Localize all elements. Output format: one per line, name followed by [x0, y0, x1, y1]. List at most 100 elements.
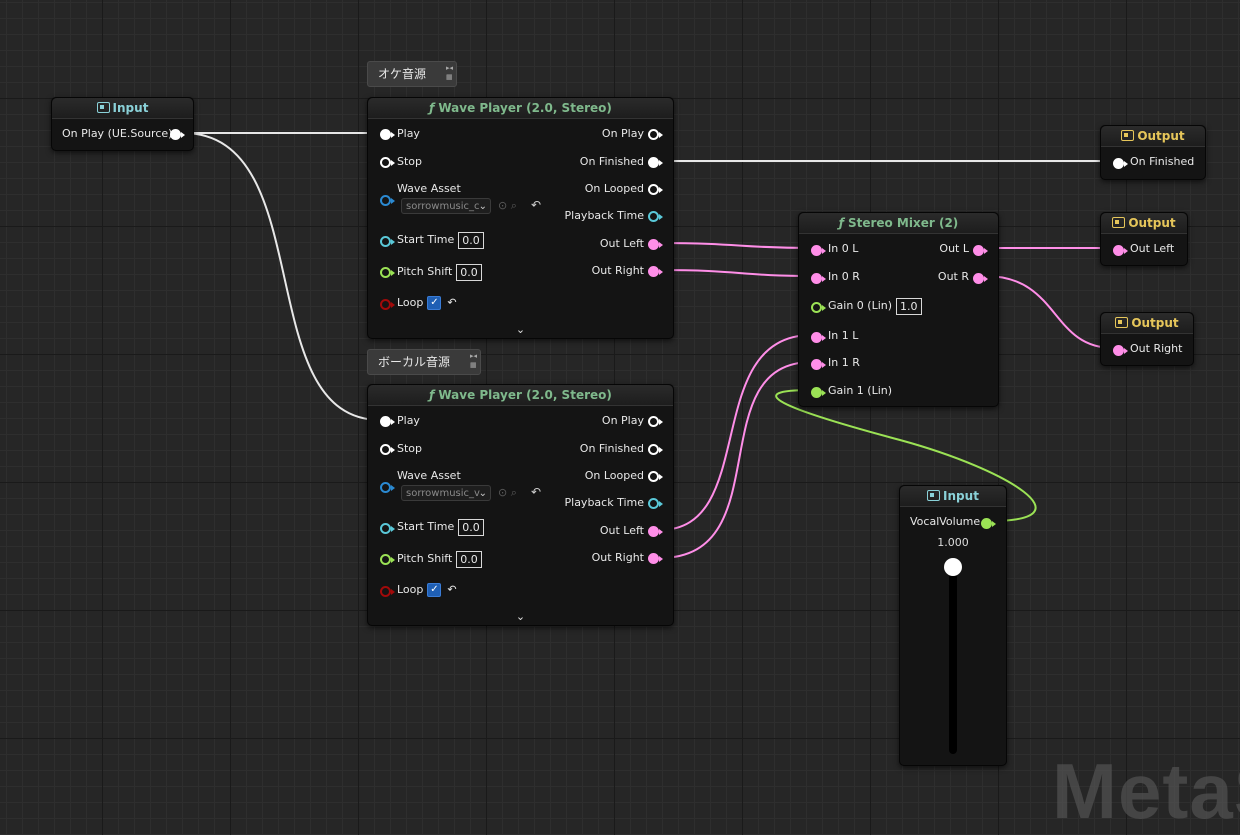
comment-text: オケ音源 — [378, 67, 427, 81]
playback-time-pin[interactable] — [648, 498, 663, 509]
comment-toggle-icon[interactable]: ▸◂▦ — [446, 64, 454, 81]
vocal-volume-slider-knob[interactable] — [944, 558, 962, 576]
pin-row-out-right: Out Right — [592, 549, 644, 567]
pin-label-on-play-source: On Play (UE.Source) — [62, 127, 173, 140]
in0l-pin[interactable] — [811, 245, 826, 256]
pin-label-on-finished: On Finished — [579, 155, 644, 168]
wave-asset-selector[interactable]: sorrowmusic_c⌄ — [401, 198, 491, 214]
pitch-shift-pin[interactable] — [380, 554, 395, 565]
on-play-pin[interactable] — [648, 129, 663, 140]
on-play-source-pin[interactable] — [170, 129, 185, 140]
pin-row-out-right-output: Out Right — [1130, 340, 1182, 358]
pin-label-gain0: Gain 0 (Lin) — [828, 299, 893, 312]
pin-row-in0l: In 0 L — [828, 240, 858, 258]
pin-label-on-looped: On Looped — [584, 182, 644, 195]
out-right-pin[interactable] — [648, 266, 663, 277]
wave-asset-selector[interactable]: sorrowmusic_v⌄ — [401, 485, 491, 501]
function-icon: ƒ — [838, 216, 844, 230]
comment-tag-backing-track[interactable]: オケ音源 ▸◂▦ — [367, 61, 458, 87]
vocal-volume-pin[interactable] — [981, 518, 996, 529]
out-right-pin[interactable] — [648, 553, 663, 564]
start-time-pin[interactable] — [380, 523, 395, 534]
start-time-field[interactable]: 0.0 — [458, 231, 484, 249]
output-icon — [1112, 217, 1126, 228]
expand-chevron-icon[interactable]: ⌄ — [515, 323, 526, 336]
loop-checkbox[interactable]: ✓ — [427, 296, 442, 310]
start-time-field[interactable]: 0.0 — [458, 518, 484, 536]
wire-wp2-left — [659, 334, 813, 531]
pin-label-wave-asset: Wave Asset — [397, 469, 461, 482]
stop-pin[interactable] — [380, 444, 395, 455]
reset-icon[interactable]: ↶ — [447, 296, 457, 309]
in1r-pin[interactable] — [811, 359, 826, 370]
output-node-out-left[interactable]: Output Out Left — [1100, 212, 1188, 266]
pin-label-playback-time: Playback Time — [564, 209, 645, 222]
output-icon — [1121, 130, 1135, 141]
expand-chevron-icon[interactable]: ⌄ — [515, 610, 526, 623]
pitch-shift-pin[interactable] — [380, 267, 395, 278]
input-node-on-play[interactable]: Input On Play (UE.Source) — [51, 97, 194, 151]
out-right-output-pin[interactable] — [1113, 345, 1128, 356]
pin-label-out-right-output: Out Right — [1130, 342, 1183, 355]
loop-checkbox[interactable]: ✓ — [427, 583, 442, 597]
on-finished-pin[interactable] — [648, 444, 663, 455]
on-looped-pin[interactable] — [648, 184, 663, 195]
pin-label-start-time: Start Time — [397, 520, 455, 533]
asset-browse-icons[interactable]: ⊙ ⌕ — [498, 199, 517, 212]
playback-time-pin[interactable] — [648, 211, 663, 222]
out-left-output-pin[interactable] — [1113, 245, 1128, 256]
wave-player-title: Wave Player (2.0, Stereo) — [438, 101, 612, 115]
comment-toggle-icon[interactable]: ▸◂▦ — [470, 352, 478, 369]
vocal-volume-slider-track[interactable] — [949, 566, 957, 754]
function-icon: ƒ — [429, 388, 435, 402]
pin-label-out-left-output: Out Left — [1130, 242, 1175, 255]
asset-browse-icons[interactable]: ⊙ ⌕ — [498, 486, 517, 499]
pin-row-wave-asset: Wave Asset — [397, 467, 461, 485]
wave-asset-pin[interactable] — [380, 195, 395, 206]
gain1-pin[interactable] — [811, 387, 826, 398]
outl-pin[interactable] — [973, 245, 988, 256]
reset-icon[interactable]: ↶ — [447, 583, 457, 596]
pin-row-outl: Out L — [939, 240, 969, 258]
pitch-shift-field[interactable]: 0.0 — [456, 550, 482, 568]
out-left-pin[interactable] — [648, 526, 663, 537]
play-pin[interactable] — [380, 129, 395, 140]
loop-pin[interactable] — [380, 299, 395, 310]
function-icon: ƒ — [429, 101, 435, 115]
pin-row-stop: Stop — [397, 153, 422, 171]
start-time-pin[interactable] — [380, 236, 395, 247]
out-left-pin[interactable] — [648, 239, 663, 250]
play-pin[interactable] — [380, 416, 395, 427]
reset-icon[interactable]: ↶ — [531, 198, 542, 212]
comment-text: ボーカル音源 — [378, 355, 451, 369]
comment-tag-vocal-track[interactable]: ボーカル音源 ▸◂▦ — [367, 349, 482, 375]
on-looped-pin[interactable] — [648, 471, 663, 482]
on-finished-output-pin[interactable] — [1113, 158, 1128, 169]
wave-asset-pin[interactable] — [380, 482, 395, 493]
pitch-shift-field[interactable]: 0.0 — [456, 263, 482, 281]
pin-label-pitch-shift: Pitch Shift — [397, 552, 453, 565]
reset-icon[interactable]: ↶ — [531, 485, 542, 499]
pin-row-in0r: In 0 R — [828, 268, 860, 286]
input-node-title: Input — [943, 489, 979, 503]
pin-label-on-looped: On Looped — [584, 469, 644, 482]
stop-pin[interactable] — [380, 157, 395, 168]
in1l-pin[interactable] — [811, 332, 826, 343]
input-node-vocal-volume[interactable]: Input VocalVolume 1.000 — [899, 485, 1007, 766]
output-node-on-finished[interactable]: Output On Finished — [1100, 125, 1206, 180]
output-node-out-right[interactable]: Output Out Right — [1100, 312, 1194, 366]
on-play-pin[interactable] — [648, 416, 663, 427]
gain0-field[interactable]: 1.0 — [896, 297, 922, 315]
on-finished-pin[interactable] — [648, 157, 663, 168]
gain0-pin[interactable] — [811, 302, 826, 313]
output-icon — [1115, 317, 1129, 328]
outr-pin[interactable] — [973, 273, 988, 284]
pin-row-on-looped: On Looped — [585, 467, 644, 485]
loop-pin[interactable] — [380, 586, 395, 597]
in0r-pin[interactable] — [811, 273, 826, 284]
